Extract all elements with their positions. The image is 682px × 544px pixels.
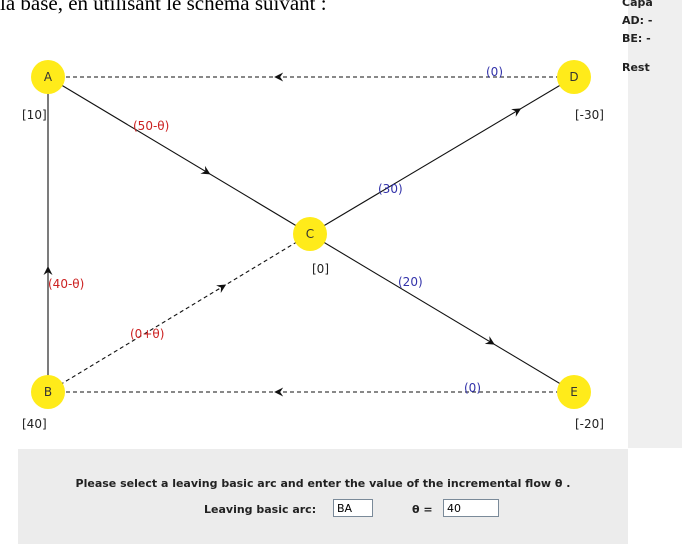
- leaving-arc-input[interactable]: [333, 499, 373, 517]
- leaving-arc-label: Leaving basic arc:: [204, 503, 317, 516]
- theta-label: θ =: [412, 503, 433, 516]
- arc-flow-label: (0): [486, 65, 503, 79]
- nodes-layer: A B C D E: [31, 60, 591, 409]
- arc-arrow-icon: [200, 165, 211, 175]
- instruction-prompt: Please select a leaving basic arc and en…: [75, 477, 571, 490]
- arc-cd[interactable]: [309, 76, 575, 235]
- node-label: D: [569, 70, 578, 84]
- side-panel-line: BE: -: [622, 32, 651, 45]
- side-panel-line: Capa: [622, 0, 653, 9]
- control-panel: Please select a leaving basic arc and en…: [18, 449, 628, 544]
- side-panel-line: Rest: [622, 61, 650, 74]
- theta-row: θ =: [412, 499, 442, 521]
- node-b[interactable]: [31, 375, 65, 409]
- arc-flow-label: (40-θ): [48, 277, 84, 291]
- arc-arrow-icon: [216, 284, 227, 294]
- node-supply-label: [0]: [312, 262, 329, 276]
- node-a[interactable]: [31, 60, 65, 94]
- arc-flow-label: (30): [378, 182, 403, 196]
- arc-bc[interactable]: [47, 233, 311, 393]
- side-panel-line: AD: -: [622, 14, 653, 27]
- arc-ac[interactable]: [47, 76, 311, 235]
- arc-arrow-icon: [274, 387, 284, 397]
- node-supply-label: [-20]: [575, 417, 604, 431]
- network-graph: A B C D E (50-θ) (30) (20) (40-θ) (0+θ) (0) (0) [10…: [22, 60, 604, 431]
- node-d[interactable]: [557, 60, 591, 94]
- arc-flow-label: (0): [464, 381, 481, 395]
- theta-input[interactable]: [443, 499, 499, 517]
- node-supply-label: [40]: [22, 417, 47, 431]
- arc-arrow-icon: [511, 108, 522, 117]
- arc-arrow-icon: [43, 266, 53, 275]
- arc-flow-label: (50-θ): [133, 119, 169, 133]
- node-label: E: [570, 385, 578, 399]
- leaving-arc-row: Leaving basic arc:: [204, 499, 317, 521]
- document-text: la base, en utilisant le schéma suivant …: [0, 0, 327, 15]
- labels-layer: (50-θ) (30) (20) (40-θ) (0+θ) (0) (0) [10] [40] […: [22, 65, 604, 431]
- node-label: A: [44, 70, 53, 84]
- arcs-layer: [43, 72, 575, 397]
- node-e[interactable]: [557, 375, 591, 409]
- node-label: B: [44, 385, 52, 399]
- node-supply-label: [-30]: [575, 108, 604, 122]
- side-panel: [628, 0, 682, 448]
- node-supply-label: [10]: [22, 108, 47, 122]
- arc-flow-label: (20): [398, 275, 423, 289]
- arc-flow-label: (0+θ): [130, 327, 164, 341]
- node-c[interactable]: [293, 217, 327, 251]
- node-label: C: [306, 227, 314, 241]
- arc-ce[interactable]: [309, 233, 575, 393]
- arc-arrow-icon: [484, 336, 495, 345]
- arc-arrow-icon: [274, 72, 284, 82]
